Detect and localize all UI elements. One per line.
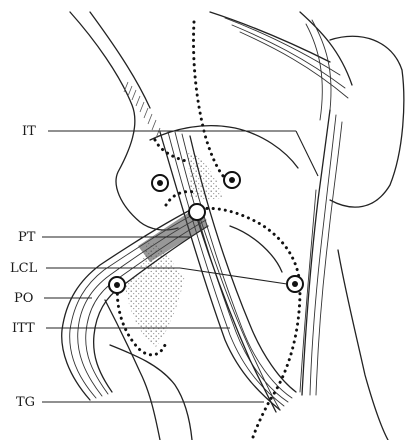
label-lcl: LCL <box>10 261 38 276</box>
femur-outline <box>70 12 178 230</box>
patellar-tendon <box>196 215 280 412</box>
marker-upper-right <box>224 172 240 188</box>
label-it: IT <box>22 124 36 139</box>
marker-lower-left <box>109 277 125 293</box>
label-po: PO <box>14 291 33 306</box>
hatch-marks <box>124 82 160 138</box>
marker-right <box>287 276 303 292</box>
marker-center-open <box>189 204 205 220</box>
leader-lines <box>42 131 318 402</box>
label-itt: ITT <box>12 321 35 336</box>
label-pt: PT <box>18 230 36 245</box>
labels: IT PT LCL PO ITT TG <box>10 124 38 410</box>
lateral-column-strands <box>300 110 388 440</box>
leader-it-diag <box>296 131 318 176</box>
marker-upper-left <box>152 175 168 191</box>
label-tg: TG <box>16 395 35 410</box>
